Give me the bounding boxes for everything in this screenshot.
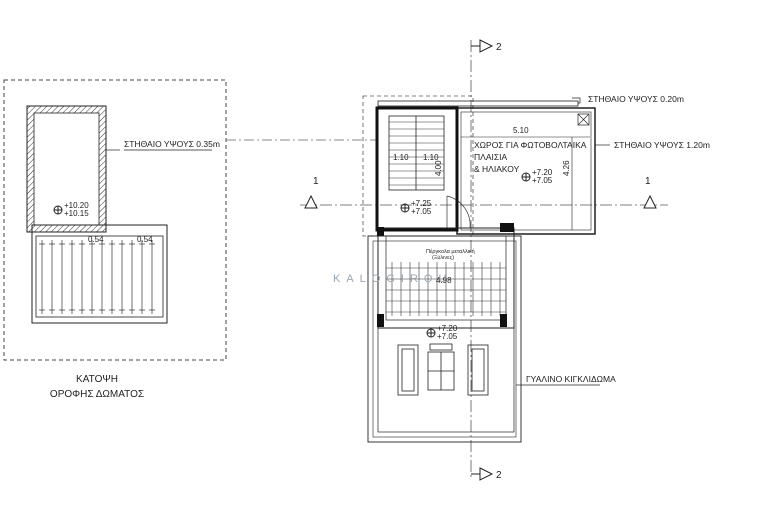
terrace-level-b: +7.05	[437, 332, 458, 341]
roof-dim-right: 0.54	[137, 235, 153, 244]
terrace-floor	[377, 327, 515, 433]
solar-level-a: +7.20	[532, 168, 553, 177]
terrace-outer	[367, 235, 522, 443]
section-2-top-arrow	[479, 39, 494, 53]
stair-level-b: +7.05	[411, 207, 432, 216]
roof-level-b: +10.15	[64, 209, 89, 218]
roof-caption-2: ΟΡΟΦΗΣ ΔΩΜΑΤΟΣ	[50, 389, 144, 400]
section-1-right-arrow	[643, 194, 657, 209]
parapet-020	[377, 100, 579, 107]
roof-pergola-slats	[39, 240, 155, 314]
width-dim: 5.10	[513, 126, 529, 135]
section-1-right-label: 1	[645, 176, 651, 187]
stair-level-a: +7.25	[411, 199, 432, 208]
section-2-top-label: 2	[496, 42, 502, 53]
drain-box	[577, 113, 590, 126]
section-2-bottom-arrow	[479, 467, 494, 481]
railing-label: ΓΥΑΛΙΝΟ ΚΙΓΚΛΙΔΩΜΑ	[526, 374, 616, 384]
stair-treads	[389, 121, 444, 186]
solar-area-line1: ΧΩΡΟΣ ΓΙΑ ΦΩΤΟΒΟΛΤΑΙΚΑ	[474, 140, 587, 150]
section-1-left-label: 1	[313, 176, 319, 187]
roof-dim-left: 0.54	[88, 235, 104, 244]
roof-pergola-inner	[35, 235, 164, 318]
parapet-top-label: ΣΤΗΘΑΙΟ ΥΨΟΥΣ 0.20m	[588, 94, 684, 104]
pergola-dim: 4.98	[436, 276, 452, 285]
outdoor-furniture	[397, 343, 489, 396]
roof-level-marker	[53, 205, 63, 215]
solar-area-line3: & ΗΛΙΑΚΟΥ	[474, 164, 520, 174]
stair-dim-left: 1.10	[393, 153, 409, 162]
section-1-left-arrow	[304, 194, 318, 209]
pergola-label-1: Πέργκολα μεταλλική	[426, 248, 475, 255]
roof-outline-dashed	[3, 79, 227, 361]
roof-caption-1: ΚΑΤΟΨΗ	[76, 374, 118, 385]
roof-pergola-frame	[31, 224, 168, 324]
watermark: KALOGIROU	[333, 273, 452, 285]
roof-parapet-label: ΣΤΗΘΑΙΟ ΥΨΟΥΣ 0.35m	[124, 139, 220, 149]
pergola-label-2: (Ξύλινες)	[432, 254, 454, 261]
door-swing	[446, 195, 471, 229]
solar-level-marker	[521, 172, 531, 182]
solar-area-line2: ΠΛΑΙΣΙΑ	[474, 152, 507, 162]
stair-level-marker	[400, 203, 410, 213]
stair-dim-right: 1.10	[423, 153, 439, 162]
stair-dim-vertical: 4.00	[434, 160, 443, 176]
terrace-level-marker	[426, 328, 436, 338]
parapet-right-label: ΣΤΗΘΑΙΟ ΥΨΟΥΣ 1.20m	[614, 140, 710, 150]
roof-level-a: +10.20	[64, 201, 89, 210]
stair	[388, 115, 445, 191]
roof-parapet-inner	[33, 112, 100, 226]
floor-plan: 2 2 1 1 ΣΤΗΘΑΙΟ ΥΨΟΥΣ 0.20m 1.10 1.10 4.…	[300, 39, 710, 481]
pergola-slats	[386, 262, 506, 316]
terrace-level-a: +7.20	[437, 324, 458, 333]
height-dim-right: 4.26	[562, 160, 571, 176]
terrace-railing-inner	[372, 240, 517, 438]
solar-level-b: +7.05	[532, 176, 553, 185]
section-2-bottom-label: 2	[496, 470, 502, 481]
roof-plan: +10.20 +10.15 0.54 0.54 ΣΤΗΘΑΙΟ ΥΨΟΥΣ 0.…	[3, 79, 227, 400]
solar-area-inner	[460, 111, 592, 231]
solar-area-walls	[456, 107, 596, 235]
